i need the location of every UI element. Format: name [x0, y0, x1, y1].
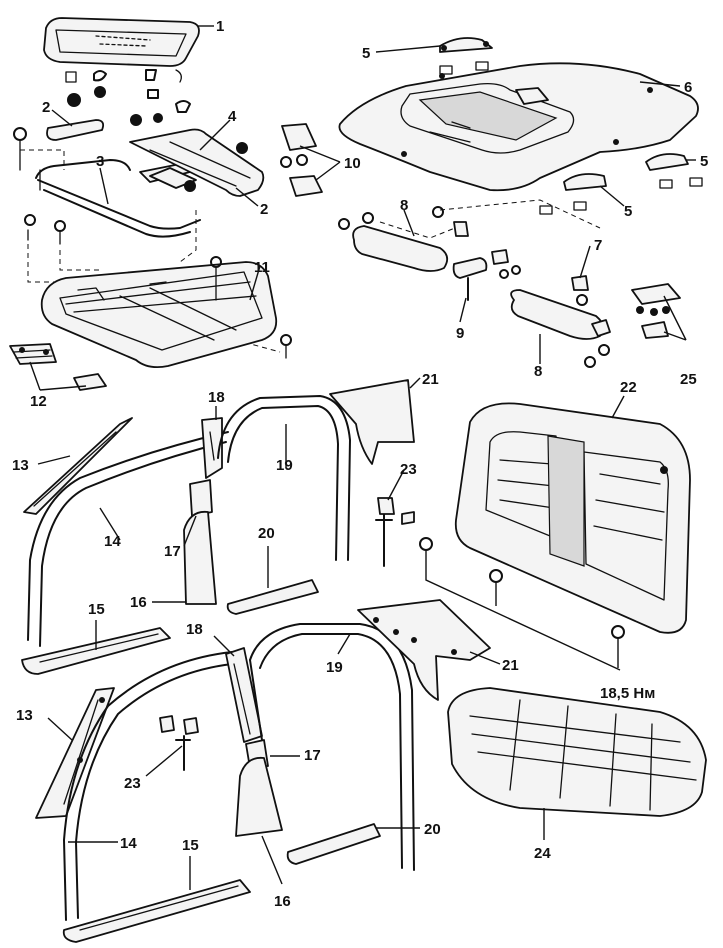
- callout-25: 25: [680, 371, 697, 388]
- part-3-frame-rail: [13, 127, 201, 245]
- callout-14-lower: 14: [120, 835, 137, 852]
- part-15-sill-plate-lower: [62, 879, 251, 943]
- callout-13-lower: 13: [16, 707, 33, 724]
- callout-20-upper: 20: [258, 525, 275, 542]
- callout-6: 6: [684, 79, 692, 96]
- callout-10: 10: [344, 155, 361, 172]
- part-5-grip-right: [645, 153, 703, 189]
- callout-18-upper: 18: [208, 389, 225, 406]
- callout-4: 4: [228, 108, 237, 125]
- callout-17-lower: 17: [304, 747, 321, 764]
- part-25-map-lamp: [631, 283, 681, 339]
- callout-labels: 1 2 2 3 4 5 5 5 6 7 8 8 9 10 11 12 13 13…: [12, 18, 708, 910]
- part-14-door-weatherstrip-lower: [63, 651, 233, 921]
- callout-22: 22: [620, 379, 637, 396]
- torque-spec: 18,5 Нм: [600, 685, 655, 702]
- part-1-sunroof-glass: [43, 17, 200, 67]
- callout-23-lower: 23: [124, 775, 141, 792]
- callout-2-right: 2: [260, 201, 268, 218]
- callout-16-lower: 16: [274, 893, 291, 910]
- part-21-quarter-trim-upper: [329, 379, 415, 465]
- part-7-visor-hooks: [432, 206, 589, 306]
- callout-15-upper: 15: [88, 601, 105, 618]
- callout-19-upper: 19: [276, 457, 293, 474]
- part-10-dome-lamp: [280, 123, 323, 197]
- part-9-rearview-mirror: [452, 249, 521, 301]
- part-12-sunroof-motor: [9, 343, 107, 391]
- seat-back-bolts: [419, 537, 625, 671]
- callout-15-lower: 15: [182, 837, 199, 854]
- callout-2-left: 2: [42, 99, 50, 116]
- callout-5-lower: 5: [624, 203, 632, 220]
- callout-14-upper: 14: [104, 533, 121, 550]
- part-17-seat-belt-cover-upper: [189, 479, 213, 517]
- callout-13-upper: 13: [12, 457, 29, 474]
- callout-3: 3: [96, 153, 104, 170]
- callout-23-upper: 23: [400, 461, 417, 478]
- part-23-seat-belt-upper: [375, 497, 415, 567]
- callout-1: 1: [216, 18, 224, 35]
- callout-7: 7: [594, 237, 602, 254]
- part-8-sun-visor-left: [338, 212, 449, 272]
- part-6-headliner: [338, 62, 699, 192]
- part-2-bracket-left: [46, 119, 105, 141]
- part-18-center-pillar-lower: [225, 647, 263, 743]
- callout-20-lower: 20: [424, 821, 441, 838]
- part-5-grip-lower: [539, 173, 607, 215]
- part-19-rear-weatherstrip-lower: [249, 623, 415, 871]
- callout-16-upper: 16: [130, 594, 147, 611]
- callout-24: 24: [534, 845, 551, 862]
- part-15-sill-plate-upper: [21, 627, 171, 675]
- callout-5-right: 5: [700, 153, 708, 170]
- callout-12: 12: [30, 393, 47, 410]
- callout-11: 11: [254, 259, 270, 276]
- part-13-front-pillar-lower: [35, 687, 115, 819]
- part-22-rear-seat-back: [454, 402, 691, 634]
- callout-8-left: 8: [400, 197, 408, 214]
- part-16-lower-pillar-upper: [183, 510, 217, 605]
- part-21-quarter-trim-lower: [357, 599, 491, 701]
- callout-8-right: 8: [534, 363, 542, 380]
- part-20-rear-sill-upper: [226, 579, 319, 615]
- part-4-drive-frame: [129, 113, 265, 197]
- part-16-lower-pillar-lower: [235, 756, 283, 837]
- part-14-door-weatherstrip-upper: [27, 431, 229, 647]
- callout-21-lower: 21: [502, 657, 519, 674]
- callout-17-upper: 17: [164, 543, 181, 560]
- part-20-rear-sill-lower: [286, 823, 381, 865]
- callout-9: 9: [456, 325, 464, 342]
- callout-5-top: 5: [362, 45, 370, 62]
- part-5-grip-top: [439, 37, 493, 75]
- part-13-front-pillar-upper: [23, 417, 133, 515]
- part-24-rear-seat-cushion: [447, 687, 707, 817]
- part-19-rear-weatherstrip-upper: [217, 395, 351, 561]
- callout-21-upper: 21: [422, 371, 439, 388]
- part-23-seat-belt-lower: [159, 715, 199, 771]
- part-8-sun-visor-right: [510, 289, 611, 368]
- callout-18-lower: 18: [186, 621, 203, 638]
- part-11-sunroof-housing: [40, 256, 292, 369]
- leader-lines: [29, 25, 696, 890]
- callout-19-lower: 19: [326, 659, 343, 676]
- part-1-clips: [65, 69, 191, 113]
